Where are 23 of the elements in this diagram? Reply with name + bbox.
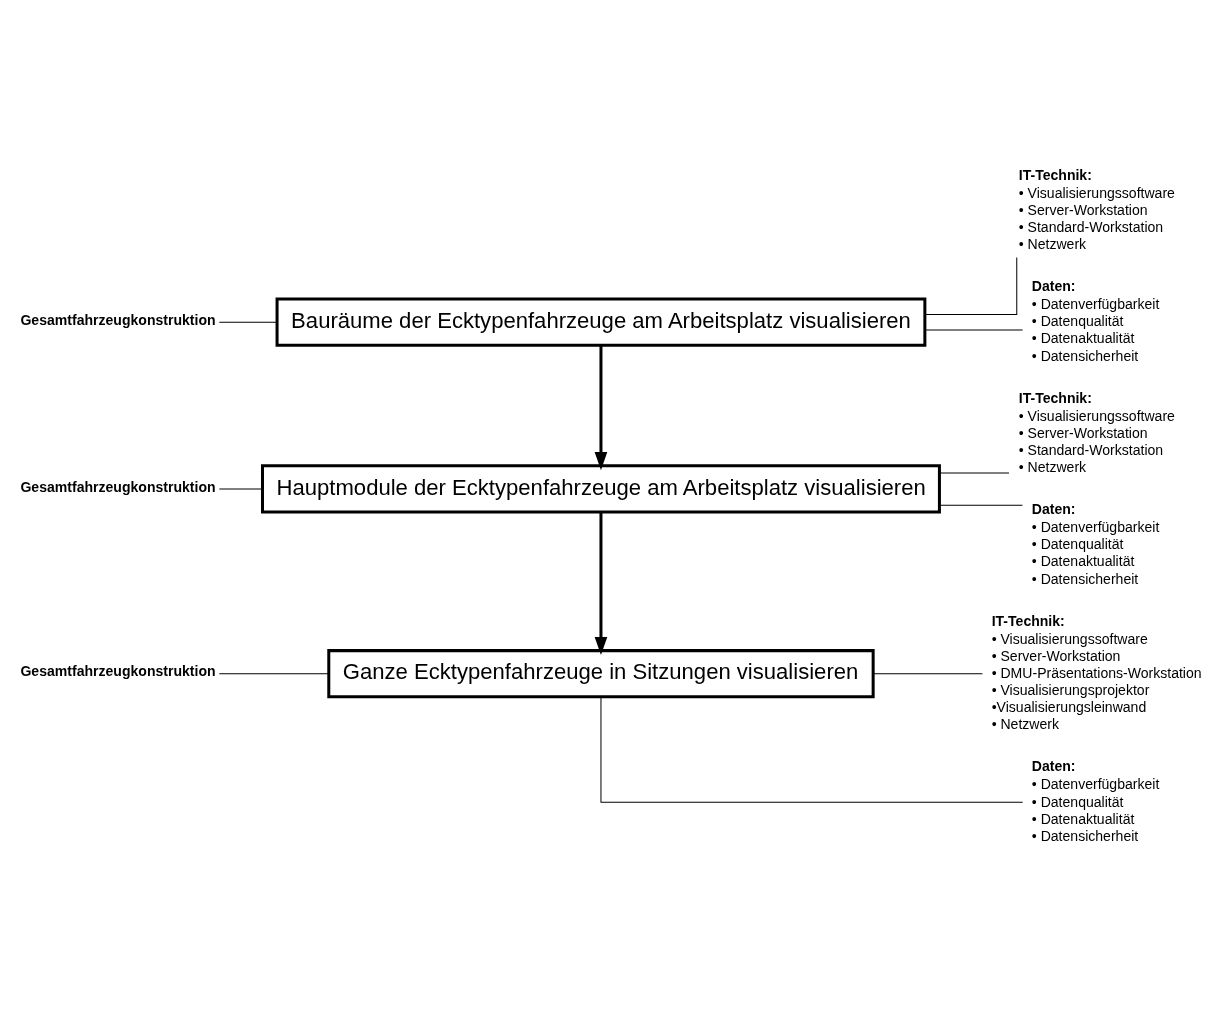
node-text: IT-Technik: • Visualisierungssoftware • Server-Workstation • Standard-Workstation • Netzwerk	[1018, 166, 1175, 252]
arrow	[594, 511, 608, 655]
node-text: Gesamtfahrzeugkonstruktion	[20, 311, 216, 328]
node-box: Hauptmodule der Ecktypenfahrzeuge am Arbeitsplatz visualisieren	[261, 463, 941, 514]
node-box: Ganze Ecktypenfahrzeuge in Sitzungen visualisieren	[327, 648, 875, 698]
connector	[218, 487, 263, 489]
node-text: Gesamtfahrzeugkonstruktion	[20, 662, 216, 679]
node-text: Daten: • Datenverfügbarkeit • Datenqualität • Datenaktualität • Datensicherheit	[1031, 277, 1160, 364]
node-text: Daten: • Datenverfügbarkeit • Datenqualität • Datenaktualität • Datensicherheit	[1031, 500, 1160, 587]
node-text: IT-Technik: • Visualisierungssoftware • Server-Workstation • DMU-Präsentations-Workstation • Visualisierungsprojektor •Visualisierungsleinwand • Netzwerk	[991, 612, 1202, 732]
connector	[924, 328, 1024, 330]
arrow	[594, 344, 608, 470]
connector	[218, 672, 330, 674]
connector	[924, 256, 1018, 315]
node-box: Bauräume der Ecktypenfahrzeuge am Arbeitsplatz visualisieren	[275, 297, 927, 347]
connector	[218, 321, 278, 323]
connector	[873, 672, 983, 674]
node-text: IT-Technik: • Visualisierungssoftware • Server-Workstation • Standard-Workstation • Netzwerk	[1018, 389, 1175, 475]
connector	[939, 504, 1023, 506]
connector	[939, 472, 1010, 474]
node-text: Gesamtfahrzeugkonstruktion	[20, 478, 216, 495]
node-text: Daten: • Datenverfügbarkeit • Datenqualität • Datenaktualität • Datensicherheit	[1031, 757, 1160, 844]
connector	[600, 696, 1024, 803]
